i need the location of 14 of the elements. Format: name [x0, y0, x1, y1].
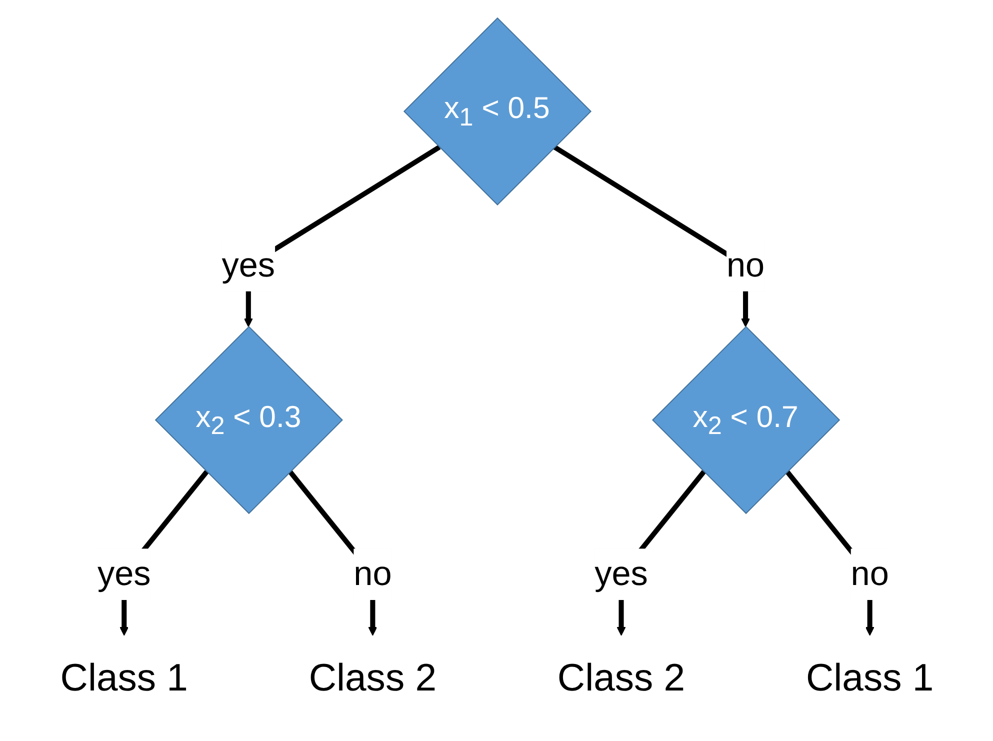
- edge-label: yes: [96, 554, 150, 593]
- edge-label: yes: [221, 246, 275, 284]
- edge-label: no: [353, 554, 392, 593]
- edge-label: no: [726, 246, 764, 284]
- decision-tree-diagram: yes no yes no yes no x$_{1}$ < 0.5 x$_{2}$ < 0.3 x$_{2}$ < 0.7 Class 1 Class 2 Class 2 Class 1: [22, 10, 972, 731]
- node-text: Class 1: [60, 657, 188, 700]
- node-diamond: [154, 326, 342, 514]
- node-diamond: [652, 326, 840, 514]
- node-text: Class 2: [556, 657, 685, 700]
- edge-label: yes: [594, 554, 648, 593]
- node-text: Class 2: [308, 657, 436, 700]
- edge-label: no: [850, 554, 888, 593]
- node-diamond: [402, 17, 592, 206]
- node-text: Class 1: [806, 657, 934, 700]
